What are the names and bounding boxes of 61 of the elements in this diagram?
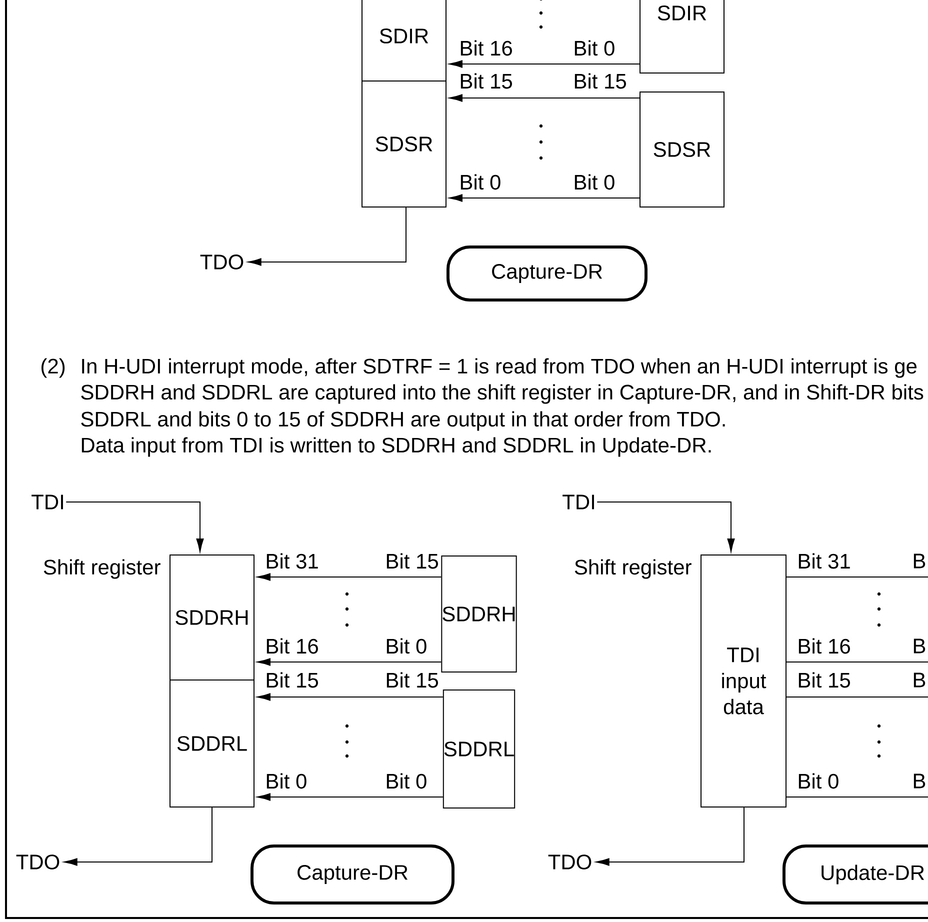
bit-label: Bit 0 [460,174,500,190]
bit-label: Bit 16 [460,40,512,56]
register-caption: Shift register [574,559,692,579]
bit-label: Bit 0 [386,638,426,654]
state-box: Capture-DR [446,246,648,302]
register-box: SDIR [640,0,724,74]
arrow [449,60,640,68]
signal-line [786,796,928,798]
arrow [64,807,212,866]
register-box: SDIR [362,0,446,82]
item-number: (2) [42,358,65,378]
bit-label: Bit 0 [266,773,306,789]
state-box: Update-DR [782,844,928,904]
bit-label: Bit 15 [266,672,318,688]
description-text: SDDRH and SDDRL are captured into the shift register in Capture-DR, and in Shift-DR bits [81,384,924,404]
signal-line [786,696,928,698]
arrow [596,807,744,866]
bit-label: B [914,672,926,688]
bit-label: Bit 15 [798,672,850,688]
register-box: SDSR [362,80,446,208]
arrow [449,94,640,102]
signal-label: TDO [548,854,592,870]
bit-label: Bit 31 [798,553,850,569]
signal-label: TDO [16,854,60,870]
state-box: Capture-DR [250,844,454,904]
bit-label: Bit 31 [266,553,318,569]
register-box: SDDRL [442,690,516,808]
arrow [449,194,640,202]
signal-label: TDI [32,494,63,510]
arrow [248,207,406,266]
bit-label: Bit 15 [386,672,438,688]
bit-label: Bit 0 [574,40,614,56]
bit-label: Bit 16 [266,638,318,654]
register-box: SDDRH [441,556,517,672]
register-box: SDDRL [170,680,254,808]
register-box: SDSR [640,92,724,208]
bit-label: B [914,774,926,788]
arrow [596,502,735,552]
arrow [257,693,444,701]
arrow [257,658,442,666]
signal-label: TDO [200,254,244,270]
bit-label: Bit 15 [574,73,626,89]
description-text: Data input from TDI is written to SDDRH and SDDRL in Update-DR. [82,437,711,457]
bit-label: Bit 15 [386,553,438,569]
register-box: SDDRH [170,554,254,680]
signal-label: TDI [562,494,594,510]
description-text: SDDRL and bits 0 to 15 of SDDRH are output in that order from TDO. [81,411,725,431]
bit-label: Bit 16 [798,638,850,654]
bit-label: Bit 0 [574,174,614,190]
register-caption: Shift register [44,559,160,579]
bit-label: Bit 15 [460,73,512,89]
arrow [257,793,444,801]
description-text: In H-UDI interrupt mode, after SDTRF = 1 is read from TDO when an H-UDI interrupt is ge [82,358,917,378]
arrow [66,502,204,552]
register-box: TDI input data [700,554,786,808]
arrow [257,573,442,581]
signal-line [786,576,928,578]
bit-label: Bit 0 [386,773,426,789]
bit-label: B [914,554,926,568]
bit-label: Bit 0 [798,773,838,789]
bit-label: B [914,638,926,654]
